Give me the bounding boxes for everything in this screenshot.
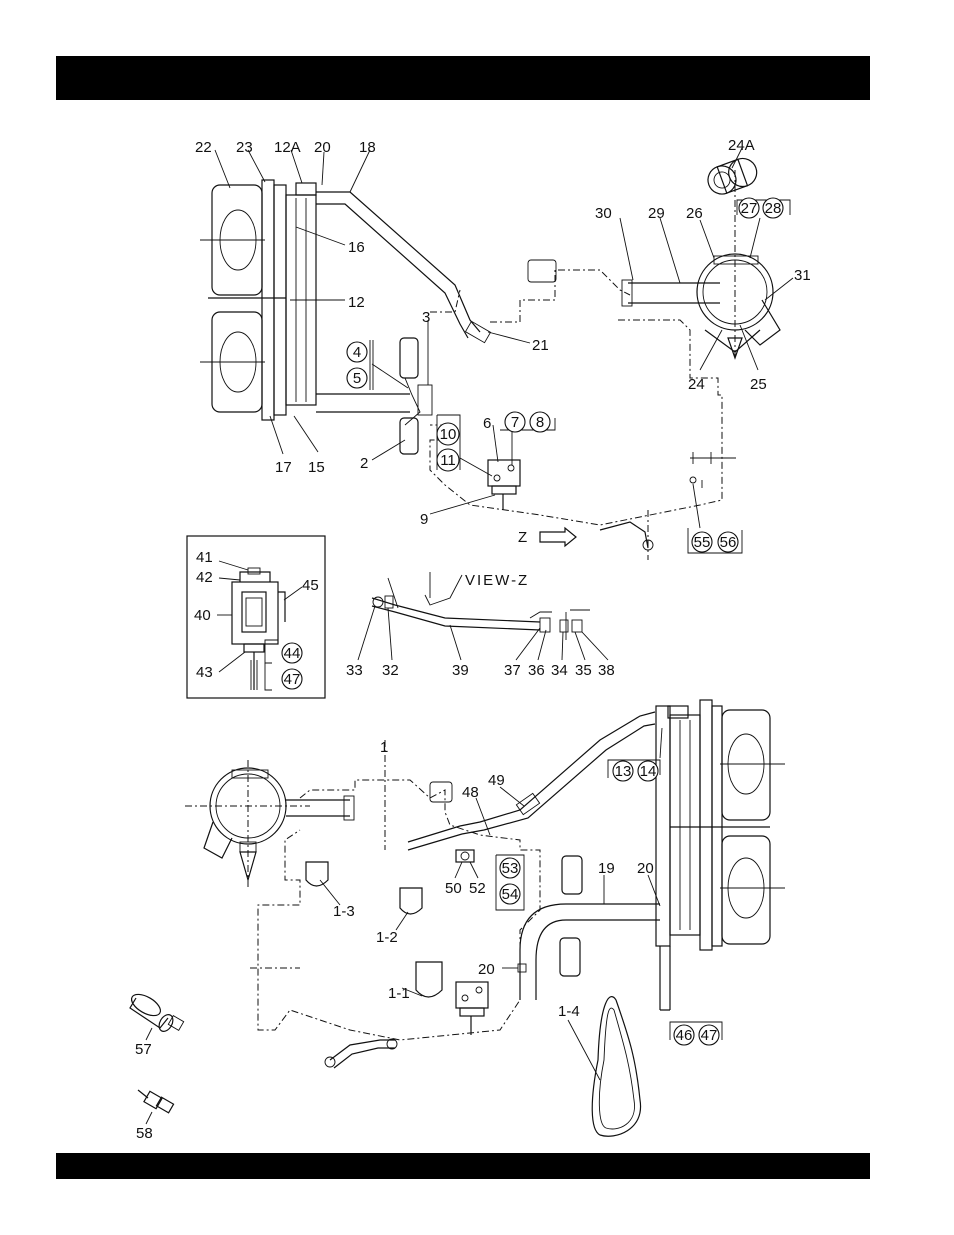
label-1-3: 1-3 bbox=[333, 903, 355, 920]
callout-13: 13 bbox=[615, 763, 632, 780]
label-30: 30 bbox=[595, 205, 612, 222]
label-37: 37 bbox=[504, 662, 521, 679]
label-2: 2 bbox=[360, 455, 368, 472]
label-6: 6 bbox=[483, 415, 491, 432]
label-22: 22 bbox=[195, 139, 212, 156]
label-17: 17 bbox=[275, 459, 292, 476]
label-1-4: 1-4 bbox=[558, 1003, 580, 1020]
callout-4: 4 bbox=[353, 344, 361, 361]
label-31: 31 bbox=[794, 267, 811, 284]
callout-56: 56 bbox=[720, 534, 737, 551]
label-16: 16 bbox=[348, 239, 365, 256]
callout-11: 11 bbox=[440, 452, 456, 469]
label-15: 15 bbox=[308, 459, 325, 476]
callout-53: 53 bbox=[502, 860, 519, 877]
label-52: 52 bbox=[469, 880, 486, 897]
label-40: 40 bbox=[194, 607, 211, 624]
callout-54: 54 bbox=[502, 886, 519, 903]
callout-28: 28 bbox=[765, 200, 782, 217]
callout-55: 55 bbox=[694, 534, 711, 551]
label-58: 58 bbox=[136, 1125, 153, 1142]
callout-10: 10 bbox=[440, 426, 457, 443]
callout-46: 46 bbox=[676, 1027, 693, 1044]
label-48: 48 bbox=[462, 784, 479, 801]
oil-pressure-switch-57 bbox=[128, 990, 184, 1034]
label-38: 38 bbox=[598, 662, 615, 679]
label-45: 45 bbox=[302, 577, 319, 594]
label-32: 32 bbox=[382, 662, 399, 679]
label-49: 49 bbox=[488, 772, 505, 789]
callout-5: 5 bbox=[353, 370, 361, 387]
lower-radiator-assembly bbox=[656, 700, 785, 1010]
label-z: Z bbox=[518, 529, 527, 546]
label-19: 19 bbox=[598, 860, 615, 877]
label-21: 21 bbox=[532, 337, 549, 354]
callout-7: 7 bbox=[511, 414, 519, 431]
callout-14: 14 bbox=[640, 763, 657, 780]
label-50: 50 bbox=[445, 880, 462, 897]
label-1-1: 1-1 bbox=[388, 985, 410, 1002]
label-24: 24 bbox=[688, 376, 705, 393]
label-25: 25 bbox=[750, 376, 767, 393]
label-23: 23 bbox=[236, 139, 253, 156]
label-33: 33 bbox=[346, 662, 363, 679]
label-20-top: 20 bbox=[314, 139, 331, 156]
label-29: 29 bbox=[648, 205, 665, 222]
label-18: 18 bbox=[359, 139, 376, 156]
label-24a: 24A bbox=[728, 137, 755, 154]
callout-47-inset: 47 bbox=[284, 671, 301, 688]
label-20-lower: 20 bbox=[478, 961, 495, 978]
label-42: 42 bbox=[196, 569, 213, 586]
label-43: 43 bbox=[196, 664, 213, 681]
label-57: 57 bbox=[135, 1041, 152, 1058]
label-36: 36 bbox=[528, 662, 545, 679]
label-35: 35 bbox=[575, 662, 592, 679]
label-41: 41 bbox=[196, 549, 213, 566]
label-9: 9 bbox=[420, 511, 428, 528]
label-39: 39 bbox=[452, 662, 469, 679]
label-20-right: 20 bbox=[637, 860, 654, 877]
label-1-2: 1-2 bbox=[376, 929, 398, 946]
inset-filter-assembly bbox=[232, 568, 285, 690]
label-12a: 12A bbox=[274, 139, 301, 156]
callout-47-lower: 47 bbox=[701, 1027, 718, 1044]
label-12: 12 bbox=[348, 294, 365, 311]
label-3: 3 bbox=[422, 309, 430, 326]
callout-44: 44 bbox=[284, 645, 301, 662]
part-labels: 22 23 12A 20 18 24A 16 12 30 29 26 31 3 … bbox=[135, 137, 811, 1142]
label-1: 1 bbox=[380, 739, 388, 756]
callout-27: 27 bbox=[741, 200, 758, 217]
label-26: 26 bbox=[686, 205, 703, 222]
label-view-z: VIEW-Z bbox=[465, 572, 529, 589]
temperature-sender-58 bbox=[138, 1090, 174, 1113]
label-34: 34 bbox=[551, 662, 568, 679]
callout-8: 8 bbox=[536, 414, 544, 431]
